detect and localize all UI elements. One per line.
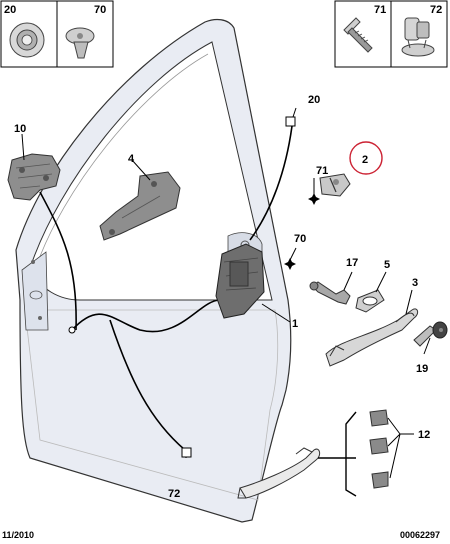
cable-upper <box>249 125 293 241</box>
grommet-icon <box>9 22 45 58</box>
footer-ref: 00062297 <box>400 530 440 540</box>
bracket-part <box>99 171 181 241</box>
seal-part <box>355 289 385 313</box>
callout-5[interactable]: 5 <box>384 259 390 271</box>
cable-end-72 <box>181 447 192 458</box>
label-72-box: 72 <box>430 4 442 16</box>
fastener-70-marker <box>284 258 296 270</box>
door-panel <box>15 18 292 523</box>
callout-72[interactable]: 72 <box>168 488 180 500</box>
inner-handle-part <box>7 153 61 201</box>
callout-20[interactable]: 20 <box>308 94 320 106</box>
callout-3[interactable]: 3 <box>412 277 418 289</box>
cable-end-20 <box>285 116 296 127</box>
callout-1[interactable]: 1 <box>292 318 298 330</box>
outer-handle-part <box>325 308 419 367</box>
cable-lower <box>109 319 186 451</box>
outer-handle-lower <box>237 447 321 499</box>
callout-2[interactable]: 2 <box>362 154 368 166</box>
lock-mechanism-part <box>215 243 265 319</box>
label-20-box: 20 <box>4 4 16 16</box>
cables <box>39 125 293 451</box>
inset-box-70: 70 <box>56 0 114 68</box>
fastener-71-marker <box>308 193 320 205</box>
callout-10[interactable]: 10 <box>14 123 26 135</box>
callout-19[interactable]: 19 <box>416 363 428 375</box>
cable-clip-icon <box>401 17 435 57</box>
inset-box-71: 71 <box>334 0 392 68</box>
label-70-box: 70 <box>94 4 106 16</box>
inset-box-20: 20 <box>0 0 58 68</box>
callout-4[interactable]: 4 <box>128 153 135 165</box>
push-clip-icon <box>65 27 95 59</box>
callout-12[interactable]: 12 <box>418 429 430 441</box>
callout-17[interactable]: 17 <box>346 257 358 269</box>
key-part <box>413 321 448 347</box>
lock-rod-part <box>309 281 351 305</box>
clips-part-group <box>318 409 389 497</box>
callout-70[interactable]: 70 <box>294 233 306 245</box>
inset-box-72: 72 <box>390 0 448 68</box>
footer-date: 11/2010 <box>2 530 34 540</box>
striker-part <box>319 173 351 197</box>
cable-lock-rod <box>71 299 221 333</box>
cable-inner-handle <box>39 191 77 331</box>
screw-icon <box>343 17 373 53</box>
part-2-highlight <box>349 141 383 175</box>
part-labels: 20 10 4 2 71 70 17 5 3 1 19 12 72 <box>14 94 430 500</box>
label-71-box: 71 <box>374 4 386 16</box>
callout-71[interactable]: 71 <box>316 165 328 177</box>
